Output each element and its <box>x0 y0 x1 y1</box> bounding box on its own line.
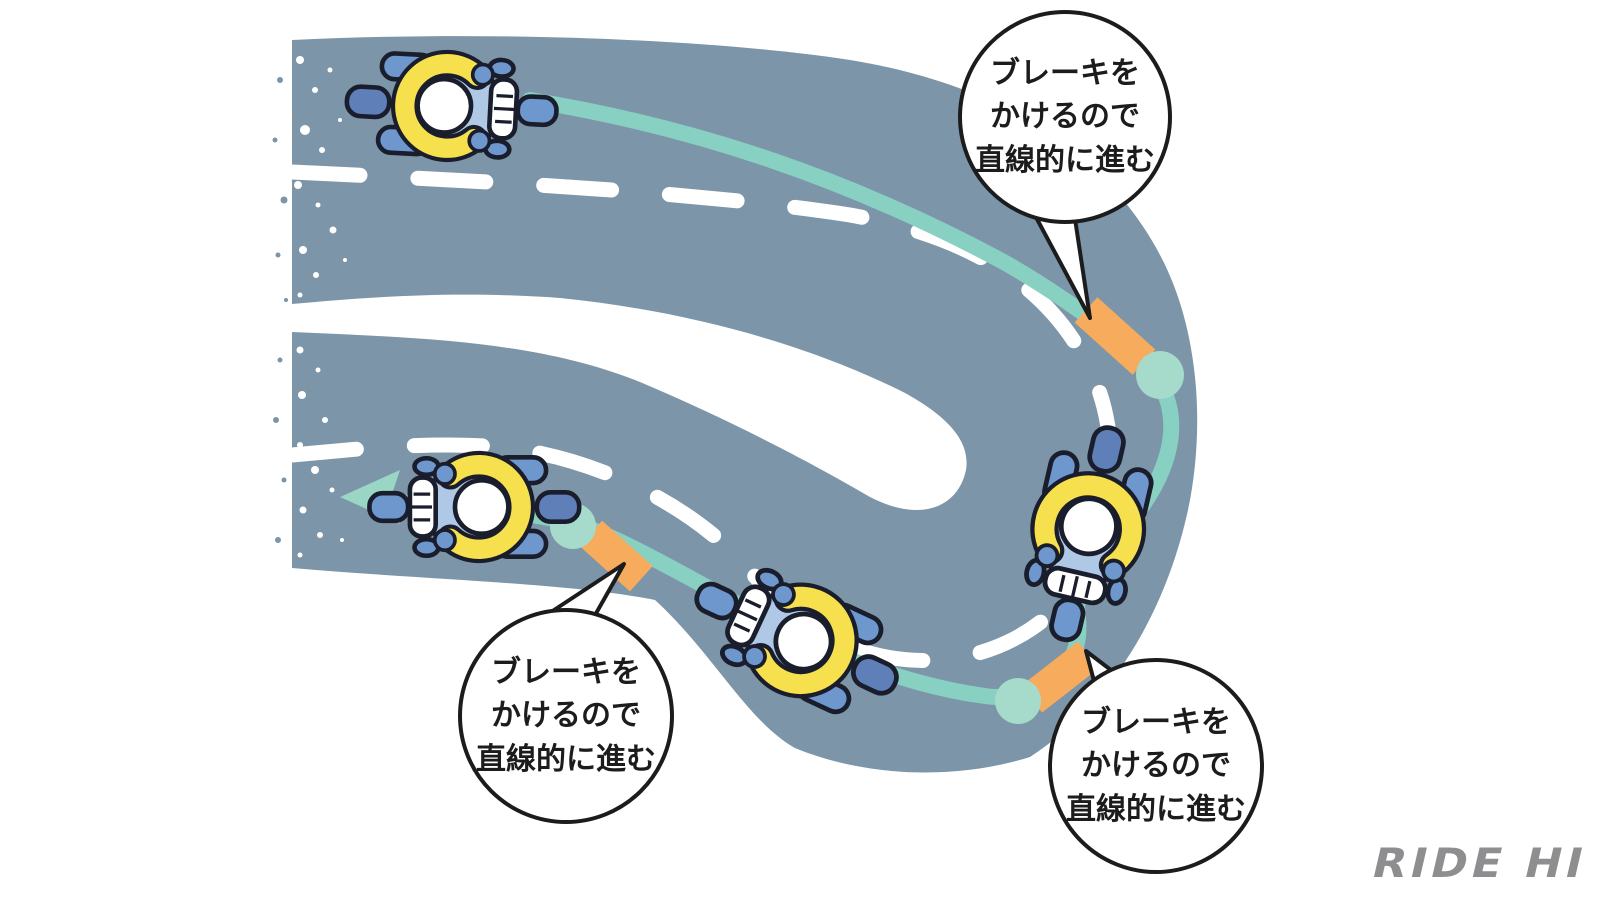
road-edge-spray-top <box>272 56 347 302</box>
brake-zone-1 <box>1074 297 1156 375</box>
bubble-line: 直線的に進む <box>975 143 1155 177</box>
ride-hi-logo: RIDE HI <box>1367 840 1592 887</box>
road <box>292 36 1198 773</box>
bubble-line: 直線的に進む <box>476 742 656 776</box>
bubble-brake-bottom-left: ブレーキを かけるので 直線的に進む <box>458 608 674 824</box>
brake-zone-2 <box>1021 641 1099 713</box>
lane-center-dashed-line <box>284 164 1119 668</box>
turn-in-point-2 <box>995 678 1041 724</box>
bubble-line: かけるので <box>1081 749 1231 783</box>
road-edge-spray-bottom <box>273 346 344 558</box>
bubble-line: かけるので <box>491 699 641 733</box>
bubble-brake-top-right: ブレーキを かけるので 直線的に進む <box>958 10 1172 224</box>
bubble-line: ブレーキを <box>491 655 641 689</box>
turn-in-point-1 <box>1136 351 1184 399</box>
bubble-line: 直線的に進む <box>1066 792 1246 826</box>
brake-zone-3 <box>579 520 653 592</box>
bubble-line: ブレーキを <box>1081 705 1231 739</box>
bubble-line: ブレーキを <box>990 56 1140 90</box>
bubble-brake-bottom-right: ブレーキを かけるので 直線的に進む <box>1048 658 1264 874</box>
bubble-line: かけるので <box>990 100 1140 134</box>
